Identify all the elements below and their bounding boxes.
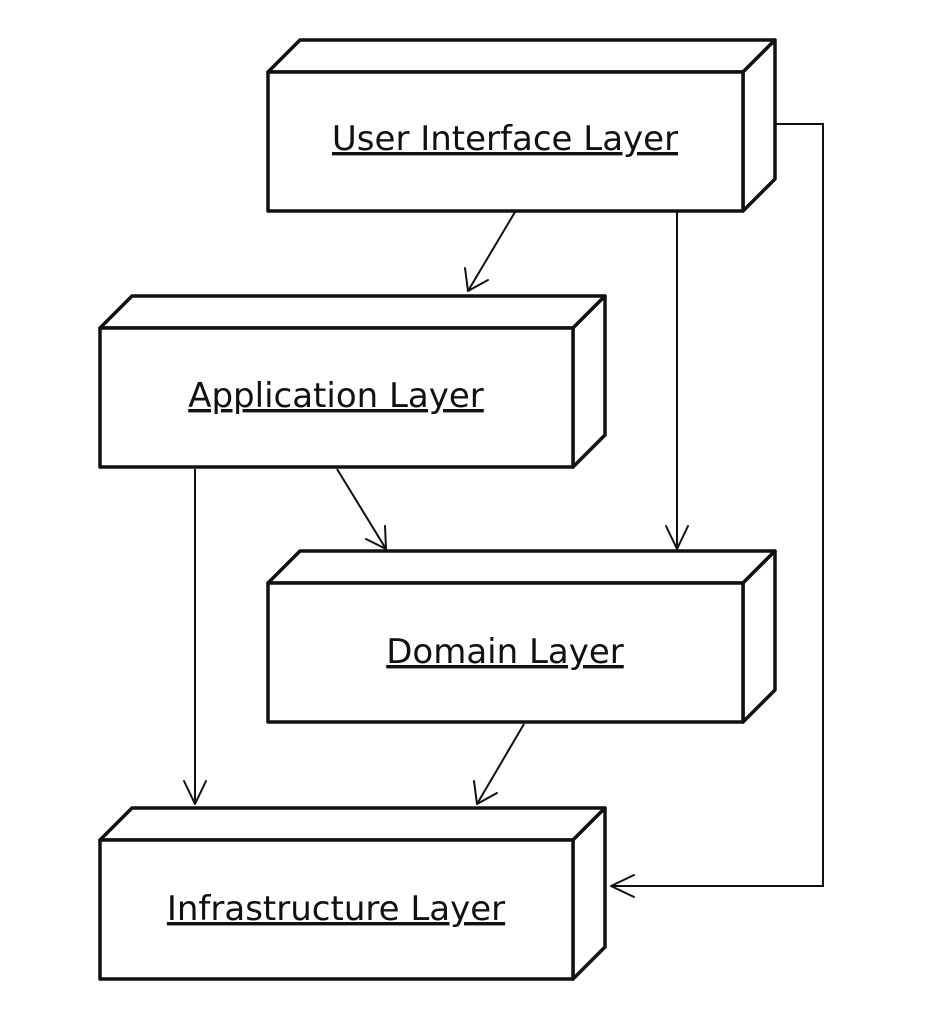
layer-box-infrastructure: Infrastructure Layer [98,806,607,981]
edge-application-to-domain [336,468,387,550]
dependency-edges [183,123,824,898]
layer-label-domain: Domain Layer [386,632,624,672]
box-side-face [571,294,607,469]
layer-label-user-interface: User Interface Layer [332,119,678,159]
box-side-face [741,549,777,724]
layer-box-application: Application Layer [98,294,607,469]
box-top-face [98,294,607,330]
box-top-face [266,38,777,74]
layer-label-infrastructure: Infrastructure Layer [167,889,505,929]
box-side-face [571,806,607,981]
edge-domain-to-infrastructure [473,723,525,805]
box-front-face [98,326,575,469]
box-top-face [266,549,777,585]
edge-ui-to-application [464,211,516,292]
box-top-face [98,806,607,842]
box-front-face [266,581,745,724]
box-side-face [741,38,777,213]
layer-box-domain: Domain Layer [266,549,777,724]
box-front-face [266,70,745,213]
box-front-face [98,838,575,981]
edge-ui-to-domain [665,212,689,550]
layer-box-user-interface: User Interface Layer [266,38,777,213]
edge-ui-to-infrastructure [610,123,824,898]
layer-label-application: Application Layer [188,376,484,416]
edge-application-to-infrastructure [183,469,207,805]
